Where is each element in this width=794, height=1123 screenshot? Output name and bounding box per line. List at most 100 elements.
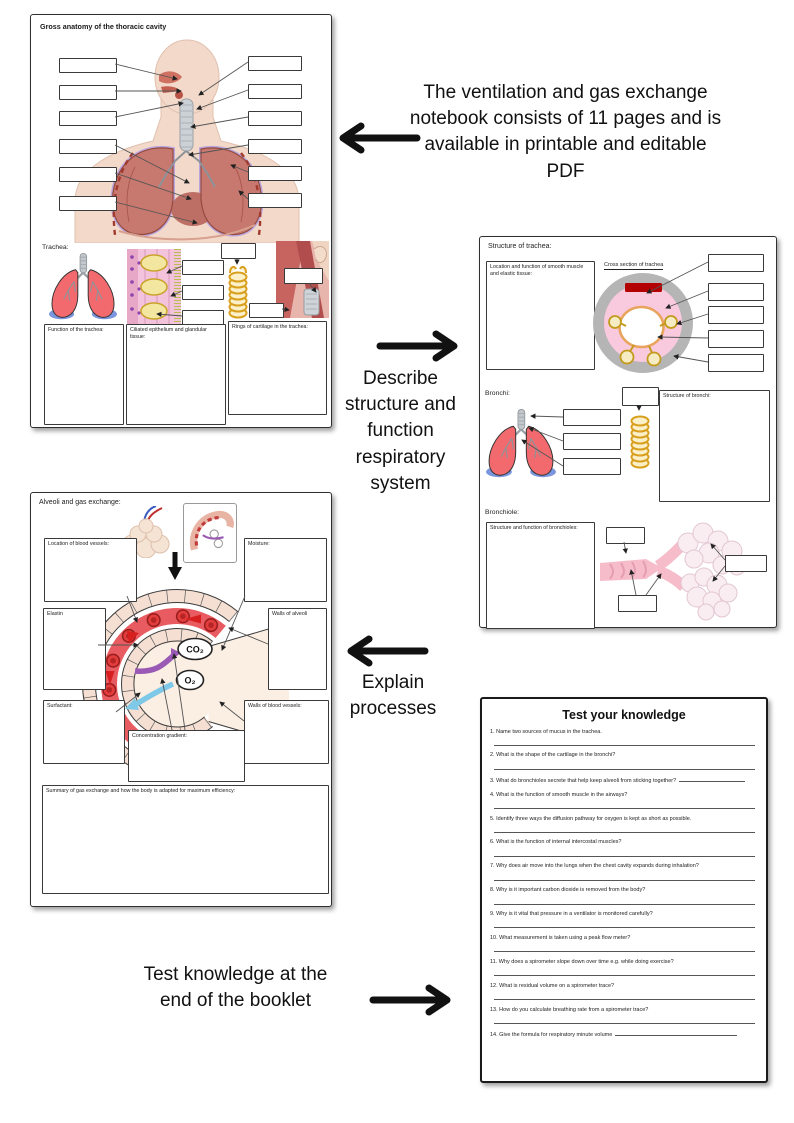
- blank-label-box: [606, 527, 645, 544]
- ciliated-epithelium-illustration: [127, 249, 181, 325]
- smooth-muscle-box: Location and function of smooth muscle a…: [486, 261, 595, 370]
- page-test-knowledge: Test your knowledge 1. Name two sources …: [480, 697, 768, 1083]
- question-text: 7. Why does air move into the lungs when…: [490, 863, 699, 870]
- blank-label-box: [59, 196, 117, 211]
- question-item: 8. Why is it important carbon dioxide is…: [490, 887, 758, 905]
- blank-label-box: [563, 458, 621, 475]
- question-text: 5. Identify three ways the diffusion pat…: [490, 815, 692, 822]
- explain-annotation: Explain processes: [349, 672, 437, 720]
- o2-label: O₂: [185, 676, 196, 686]
- blank-label-box: [248, 56, 302, 71]
- question-text: 1. Name two sources of mucus in the trac…: [490, 728, 602, 735]
- page-gross-anatomy: Gross anatomy of the thoracic cavity: [30, 14, 332, 428]
- question-text: 6. What is the function of internal inte…: [490, 839, 622, 846]
- walls-of-alveoli-box: Walls of alveoli: [268, 608, 327, 690]
- blank-label-box: [618, 595, 657, 612]
- moisture-label: Moisture:: [248, 541, 270, 547]
- blank-label-box: [708, 254, 764, 272]
- rings-of-cartilage-label: Rings of cartilage in the trachea:: [232, 324, 308, 330]
- describe-annotation: Describe structure and function respirat…: [345, 368, 456, 494]
- blank-label-box: [248, 166, 302, 181]
- lungs-illustration: [49, 253, 117, 320]
- ear-shape: [313, 246, 327, 264]
- concentration-gradient-box: Concentration gradient:: [128, 730, 245, 782]
- elastin-box: Elastin: [43, 608, 106, 690]
- trachea-cross-section-illustration: [593, 273, 693, 373]
- function-of-trachea-box: Function of the trachea:: [44, 324, 124, 425]
- arrow-left-icon: [339, 122, 421, 154]
- function-of-trachea-label: Function of the trachea:: [48, 327, 104, 333]
- ciliated-epithelium-box: Ciliated epithelium and glandular tissue…: [126, 324, 226, 425]
- lumen: [618, 305, 665, 349]
- location-blood-vessels-label: Location of blood vessels:: [48, 541, 109, 547]
- summary-box: Summary of gas exchange and how the body…: [42, 785, 329, 894]
- blank-label-box: [59, 58, 117, 73]
- lungs-illustration: [486, 409, 556, 478]
- answer-line: [494, 1022, 755, 1024]
- question-item: 13. How do you calculate breathing rate …: [490, 1007, 758, 1024]
- question-item: 6. What is the function of internal inte…: [490, 839, 758, 857]
- page-title: Structure of trachea:: [488, 243, 552, 250]
- question-item: 4. What is the function of smooth muscle…: [490, 792, 758, 809]
- answer-line: [494, 903, 755, 905]
- cross-section-caption: Cross section of trachea: [604, 262, 664, 270]
- question-text: 14. Give the formula for respiratory min…: [490, 1032, 613, 1039]
- blank-label-box: [59, 167, 117, 182]
- surfactant-label: Surfactant:: [47, 703, 73, 709]
- answer-line: [494, 831, 755, 833]
- arrow-right-icon: [369, 984, 451, 1016]
- down-arrow-icon: [168, 552, 182, 580]
- bronchioles-label: Structure and function of bronchioles:: [490, 525, 578, 531]
- concentration-gradient-label: Concentration gradient:: [132, 733, 188, 739]
- question-item: 9. Why is it vital that pressure in a ve…: [490, 911, 758, 929]
- blank-label-box: [284, 268, 323, 284]
- ciliated-epithelium-label: Ciliated epithelium and glandular tissue…: [130, 327, 207, 340]
- bronchi-heading: Bronchi:: [485, 390, 510, 397]
- moisture-box: Moisture:: [244, 538, 327, 602]
- diaphragm-line: [118, 224, 256, 241]
- answer-line: [494, 807, 755, 809]
- question-text: 9. Why is it vital that pressure in a ve…: [490, 911, 653, 917]
- bronchiole-heading: Bronchiole:: [485, 509, 520, 516]
- page-title: Gross anatomy of the thoracic cavity: [40, 22, 167, 31]
- structure-of-bronchi-box: Structure of bronchi:: [659, 390, 770, 502]
- surfactant-box: Surfactant:: [43, 700, 125, 764]
- question-text: 11. Why does a spirometer slope down ove…: [490, 958, 674, 965]
- blank-label-box: [622, 387, 659, 406]
- blank-label-box: [59, 111, 117, 126]
- answer-line: [679, 776, 746, 783]
- blank-label-box: [708, 306, 764, 324]
- blank-label-box: [182, 310, 224, 325]
- question-text: 13. How do you calculate breathing rate …: [490, 1006, 649, 1013]
- page-alveoli: Alveoli and gas exchange:: [30, 492, 332, 907]
- question-text: 2. What is the shape of the cartilage in…: [490, 752, 616, 759]
- structure-of-bronchi-label: Structure of bronchi:: [663, 393, 711, 399]
- question-item: 10. What measurement is taken using a pe…: [490, 935, 758, 953]
- question-item: 1. Name two sources of mucus in the trac…: [490, 729, 758, 746]
- trachea-tube: [179, 98, 194, 152]
- walls-of-alveoli-label: Walls of alveoli: [272, 611, 308, 617]
- summary-label: Summary of gas exchange and how the body…: [46, 788, 236, 794]
- cartilage-rings-illustration: [228, 265, 248, 319]
- blank-label-box: [563, 409, 621, 426]
- arrow-right-icon: [376, 330, 458, 362]
- answer-line: [494, 926, 755, 929]
- cartilage-rings-illustration: [630, 415, 650, 469]
- blank-label-box: [563, 433, 621, 450]
- blank-label-box: [708, 354, 764, 372]
- question-text: 3. What do bronchioles secrete that help…: [490, 778, 677, 785]
- question-text: 8. Why is it important carbon dioxide is…: [490, 887, 646, 894]
- answer-line: [494, 950, 755, 953]
- question-item: 7. Why does air move into the lungs when…: [490, 863, 758, 881]
- question-item: 14. Give the formula for respiratory min…: [490, 1030, 758, 1039]
- blank-label-box: [221, 243, 256, 259]
- blank-label-box: [248, 139, 302, 154]
- intro-annotation: The ventilation and gas exchange noteboo…: [409, 82, 722, 182]
- blank-label-box: [708, 283, 764, 301]
- questions-list: 1. Name two sources of mucus in the trac…: [490, 729, 758, 1040]
- bronchioles-box: Structure and function of bronchioles:: [486, 522, 595, 629]
- question-item: 3. What do bronchioles secrete that help…: [490, 776, 758, 785]
- test-annotation: Test knowledge at the end of the booklet: [143, 964, 328, 1012]
- blank-label-box: [248, 84, 302, 99]
